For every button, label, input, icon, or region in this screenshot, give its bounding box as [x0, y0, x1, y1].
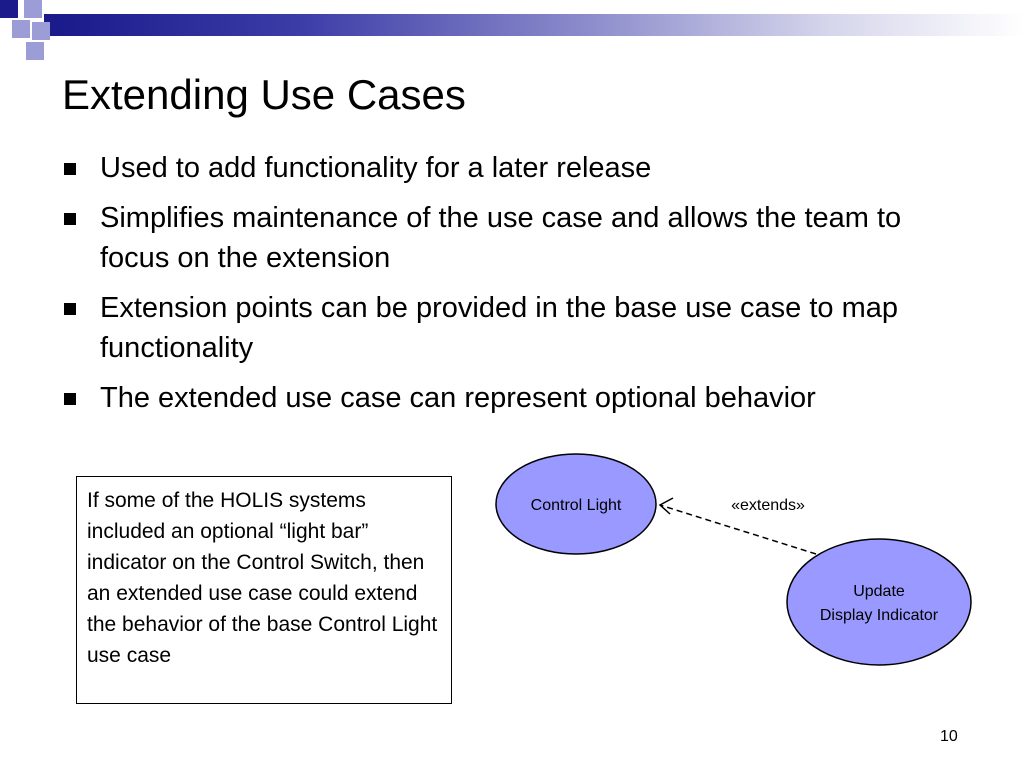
- bullet-item: Simplifies maintenance of the use case a…: [62, 198, 962, 278]
- bullet-text: Simplifies maintenance of the use case a…: [100, 202, 902, 274]
- square-bullet-icon: [64, 393, 76, 405]
- square-bullet-icon: [64, 213, 76, 225]
- extends-label: «extends»: [731, 497, 805, 514]
- header-gradient-bar: [62, 14, 1024, 36]
- bullet-text: Extension points can be provided in the …: [100, 292, 899, 364]
- use-case-update-display: [786, 538, 972, 666]
- square-bullet-icon: [64, 163, 76, 175]
- note-box: If some of the HOLIS systems included an…: [76, 476, 452, 704]
- bullet-item: Extension points can be provided in the …: [62, 288, 962, 368]
- bullet-item: Used to add functionality for a later re…: [62, 148, 962, 188]
- extends-dashed-line: [659, 504, 817, 555]
- deco-square: [26, 42, 44, 60]
- bullet-item: The extended use case can represent opti…: [62, 378, 962, 418]
- use-case-control-light: [495, 453, 657, 555]
- use-case-control-light-label: Control Light: [531, 497, 622, 514]
- page-number: 10: [940, 728, 958, 745]
- use-case-diagram: Control Light Update Display Indicator «…: [495, 453, 972, 666]
- deco-square: [24, 0, 42, 18]
- deco-square: [12, 20, 30, 38]
- decorative-squares: [0, 0, 62, 60]
- deco-square: [32, 22, 50, 40]
- bullet-list: Used to add functionality for a later re…: [62, 148, 962, 428]
- square-bullet-icon: [64, 303, 76, 315]
- use-case-update-label-line2: Display Indicator: [820, 607, 939, 624]
- use-case-update-label-line1: Update: [853, 583, 905, 600]
- bullet-text: Used to add functionality for a later re…: [100, 152, 652, 184]
- deco-square: [0, 0, 18, 18]
- extends-arrowhead-icon: [658, 497, 674, 515]
- slide-title: Extending Use Cases: [62, 71, 466, 118]
- bullet-text: The extended use case can represent opti…: [100, 382, 816, 414]
